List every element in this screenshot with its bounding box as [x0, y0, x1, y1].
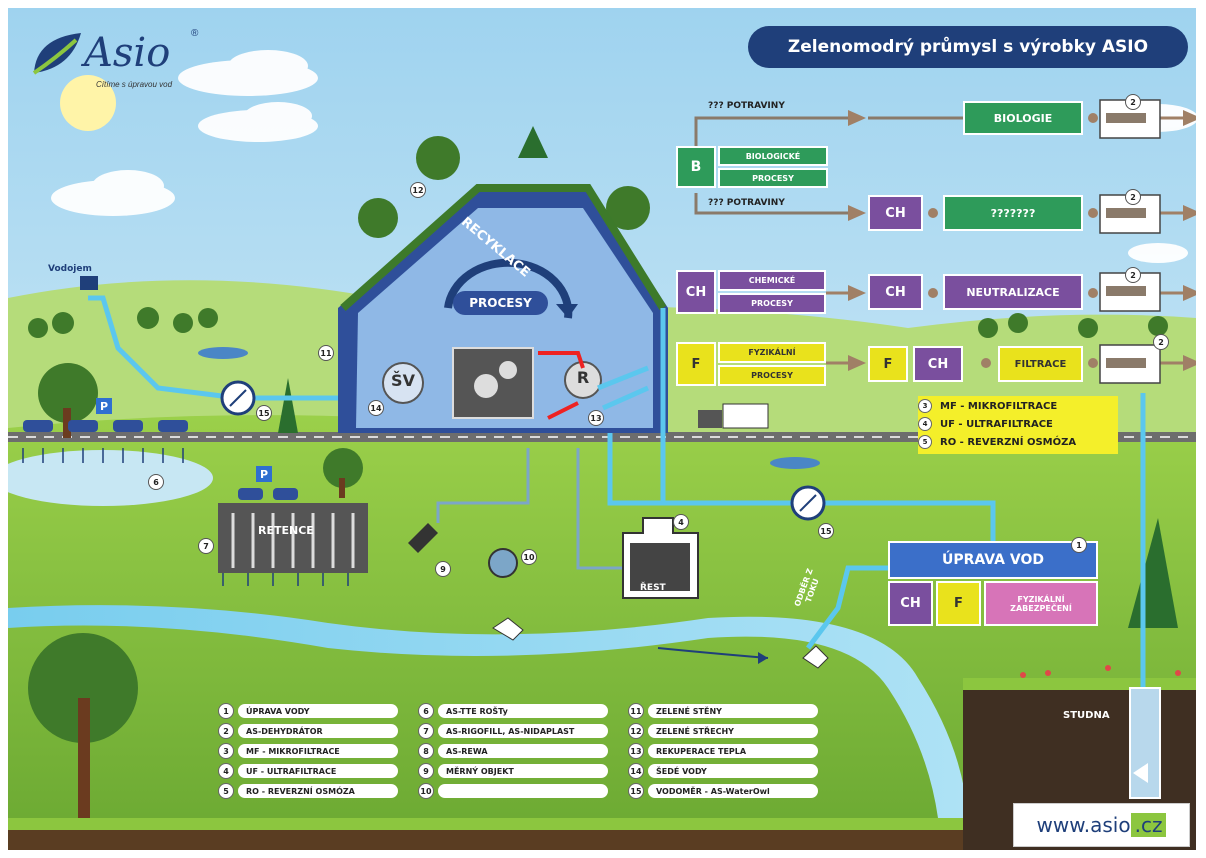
unknown-box: ??????? [943, 195, 1083, 231]
studna-label: STUDNA [1063, 710, 1110, 721]
marker-2: 2 [1125, 94, 1141, 110]
sv-label: ŠV [391, 371, 415, 390]
f-box: F [868, 346, 908, 382]
marker-2: 2 [1125, 189, 1141, 205]
f-main: F [676, 342, 716, 386]
filtrace-box: FILTRACE [998, 346, 1083, 382]
cars [23, 420, 298, 500]
potraviny-2: ??? POTRAVINY [708, 198, 785, 208]
potraviny-1: ??? POTRAVINY [708, 101, 785, 111]
process-label: PROCESY [453, 291, 548, 315]
river [8, 605, 968, 818]
header-title: Zelenomodrý průmysl s výrobky ASIO [748, 26, 1188, 68]
tank-label: ŘEST [640, 583, 666, 593]
r-label: R [576, 368, 590, 387]
pipes [88, 295, 1146, 688]
marker-2: 2 [1125, 267, 1141, 283]
treatment-title: ÚPRAVA VOD [888, 541, 1098, 579]
membrane-item: 5 RO - REVERZNÍ OSMÓZA [918, 435, 1076, 449]
marker-6: 6 [148, 474, 164, 490]
marker-2: 2 [1153, 334, 1169, 350]
sun [60, 75, 116, 131]
marker-1: 1 [1071, 537, 1087, 553]
retence-label: RETENCE [258, 524, 314, 537]
phys-proc-1: FYZIKÁLNÍ [718, 342, 826, 363]
ch-box-1: CH [868, 195, 923, 231]
marker-14: 14 [368, 400, 384, 416]
parking-sign-2: P [256, 466, 272, 482]
chem-proc-2: PROCESY [718, 293, 826, 314]
website-link[interactable]: www.asio.cz [1013, 803, 1190, 847]
neutralizace-box: NEUTRALIZACE [943, 274, 1083, 310]
marker-11: 11 [318, 345, 334, 361]
ch-main: CH [676, 270, 716, 314]
marker-15: 15 [818, 523, 834, 539]
bio-proc-2: PROCESY [718, 168, 828, 188]
ch-box-3: CH [913, 346, 963, 382]
chem-proc-1: CHEMICKÉ [718, 270, 826, 291]
marker-7: 7 [198, 538, 214, 554]
vodojem-label: Vodojem [48, 264, 92, 274]
membrane-item: 3 MF - MIKROFILTRACE [918, 399, 1057, 413]
biologie-box: BIOLOGIE [963, 101, 1083, 135]
website-suffix: .cz [1130, 813, 1167, 837]
treatment-physical: FYZIKÁLNÍ ZABEZPEČENÍ [984, 581, 1098, 626]
b-box: B [676, 146, 716, 188]
parking-sign: P [96, 398, 112, 414]
logo-name: Asio [84, 30, 171, 76]
truck [722, 403, 769, 429]
clouds [51, 50, 1196, 263]
vodojem-icon [80, 276, 98, 290]
marker-9: 9 [435, 561, 451, 577]
membrane-item: 4 UF - ULTRAFILTRACE [918, 417, 1053, 431]
well [1129, 687, 1161, 799]
pond [8, 450, 213, 506]
marker-15: 15 [256, 405, 272, 421]
leaf-icon [32, 33, 81, 75]
marker-13: 13 [588, 410, 604, 426]
marker-10: 10 [521, 549, 537, 565]
marker-12: 12 [410, 182, 426, 198]
bio-proc-1: BIOLOGICKÉ [718, 146, 828, 166]
treatment-ch: CH [888, 581, 933, 626]
website-prefix: www.asio [1036, 813, 1131, 837]
diagram-canvas: Asio ® Cítíme s úpravou vod Zelenomodrý … [8, 8, 1196, 850]
marker-4: 4 [673, 514, 689, 530]
ch-box-2: CH [868, 274, 923, 310]
legend-item: 10 [418, 783, 608, 799]
asio-logo: Asio ® Cítíme s úpravou vod [26, 28, 201, 108]
treatment-f: F [936, 581, 981, 626]
phys-proc-2: PROCESY [718, 365, 826, 386]
logo-tagline: Cítíme s úpravou vod [96, 80, 173, 89]
membrane-legend: 3 MF - MIKROFILTRACE 4 UF - ULTRAFILTRAC… [918, 396, 1118, 454]
registered-mark: ® [191, 28, 199, 39]
